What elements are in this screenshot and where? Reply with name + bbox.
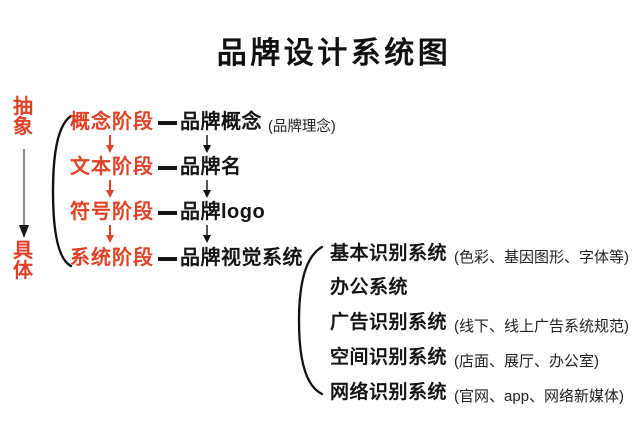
stage-label: 概念阶段	[70, 111, 154, 133]
system-note: (色彩、基因图形、字体等)	[454, 249, 630, 266]
output-flow-arrow	[203, 180, 211, 198]
system-note: (官网、app、网络新媒体)	[454, 388, 625, 405]
systems-brace	[297, 245, 324, 396]
stage-label: 系统阶段	[70, 247, 154, 269]
stage-output: 品牌概念	[180, 111, 262, 133]
stage-output-connector	[158, 211, 177, 215]
stage-label: 文本阶段	[70, 156, 154, 178]
stage-flow-arrow	[106, 135, 114, 153]
stage-flow-arrow	[106, 225, 114, 243]
system-label: 办公系统	[330, 277, 409, 298]
stage-output: 品牌名	[180, 156, 242, 178]
stage-output: 品牌logo	[180, 201, 266, 223]
stage-output: 品牌视觉系统	[180, 247, 303, 269]
system-label: 广告识别系统	[330, 312, 448, 333]
stage-flow-arrow	[106, 180, 114, 198]
stage-row-text: 文本阶段 品牌名	[70, 156, 242, 178]
stage-label: 符号阶段	[70, 201, 154, 223]
stage-row-symbol: 符号阶段 品牌logo	[70, 201, 265, 223]
abstract-to-concrete-arrow	[19, 149, 29, 238]
stage-output-connector	[158, 166, 177, 170]
output-flow-arrow	[203, 225, 211, 243]
stage-row-concept: 概念阶段 品牌概念 (品牌理念)	[70, 111, 336, 135]
system-label: 空间识别系统	[330, 347, 448, 368]
system-note: (店面、展厅、办公室)	[454, 353, 600, 370]
stage-output-note: (品牌理念)	[268, 119, 336, 135]
diagram-title: 品牌设计系统图	[216, 37, 452, 70]
stage-output-connector	[158, 257, 177, 261]
system-label: 网络识别系统	[330, 382, 448, 403]
stage-output-connector	[158, 121, 177, 125]
system-row-advertising: 广告识别系统 (线下、线上广告系统规范)	[330, 312, 630, 335]
stage-row-system: 系统阶段 品牌视觉系统	[70, 247, 303, 269]
system-note: (线下、线上广告系统规范)	[454, 318, 630, 335]
system-row-office: 办公系统	[330, 277, 408, 298]
output-flow-arrow	[203, 135, 211, 153]
axis-concrete-label: 具体	[13, 240, 33, 282]
stages-brace	[51, 114, 73, 268]
system-row-basic: 基本识别系统 (色彩、基因图形、字体等)	[330, 243, 630, 266]
system-row-space: 空间识别系统 (店面、展厅、办公室)	[330, 347, 600, 370]
system-row-network: 网络识别系统 (官网、app、网络新媒体)	[330, 382, 625, 405]
axis-abstract-label: 抽象	[13, 96, 33, 138]
system-label: 基本识别系统	[330, 243, 448, 264]
